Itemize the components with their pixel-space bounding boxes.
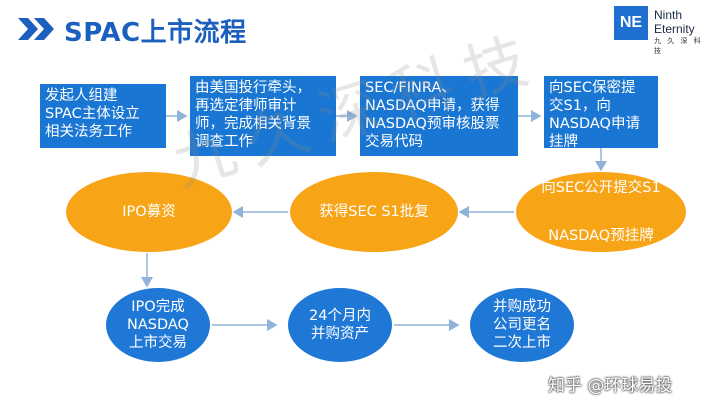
source-mark: 知乎 @环球易投 xyxy=(548,376,673,396)
page-title: SPAC上市流程 xyxy=(64,18,247,48)
step-exchange-application: SEC/FINRA、 NASDAQ申请，获得 NASDAQ预审核股票 交易代码 xyxy=(360,76,518,156)
step-form-spac: 发起人组建 SPAC主体设立 相关法务工作 xyxy=(40,84,166,148)
logo-mark: NE xyxy=(614,6,648,40)
step-relisting: 并购成功 公司更名 二次上市 xyxy=(470,288,574,362)
logo-text-line3: 九 久 深 科 技 xyxy=(654,37,703,55)
step-acquisition: 24个月内 并购资产 xyxy=(288,288,392,362)
step-confidential-filing: 向SEC保密提 交S1，向 NASDAQ申请 挂牌 xyxy=(544,76,658,150)
step-due-diligence: 由美国投行牵头， 再选定律师审计 师，完成相关背景 调查工作 xyxy=(190,76,336,156)
logo: NE Ninth Eternity 九 久 深 科 技 xyxy=(614,6,714,55)
step-ipo-fundraising: IPO募资 xyxy=(66,172,232,252)
step-public-filing: 向SEC公开提交S1 NASDAQ预挂牌 xyxy=(516,172,686,252)
step-listing: IPO完成 NASDAQ 上市交易 xyxy=(106,288,210,362)
logo-text-line2: Eternity xyxy=(654,22,695,36)
logo-text-line1: Ninth xyxy=(654,8,683,22)
chevron-icon xyxy=(18,18,54,40)
step-sec-approval: 获得SEC S1批复 xyxy=(290,172,458,252)
